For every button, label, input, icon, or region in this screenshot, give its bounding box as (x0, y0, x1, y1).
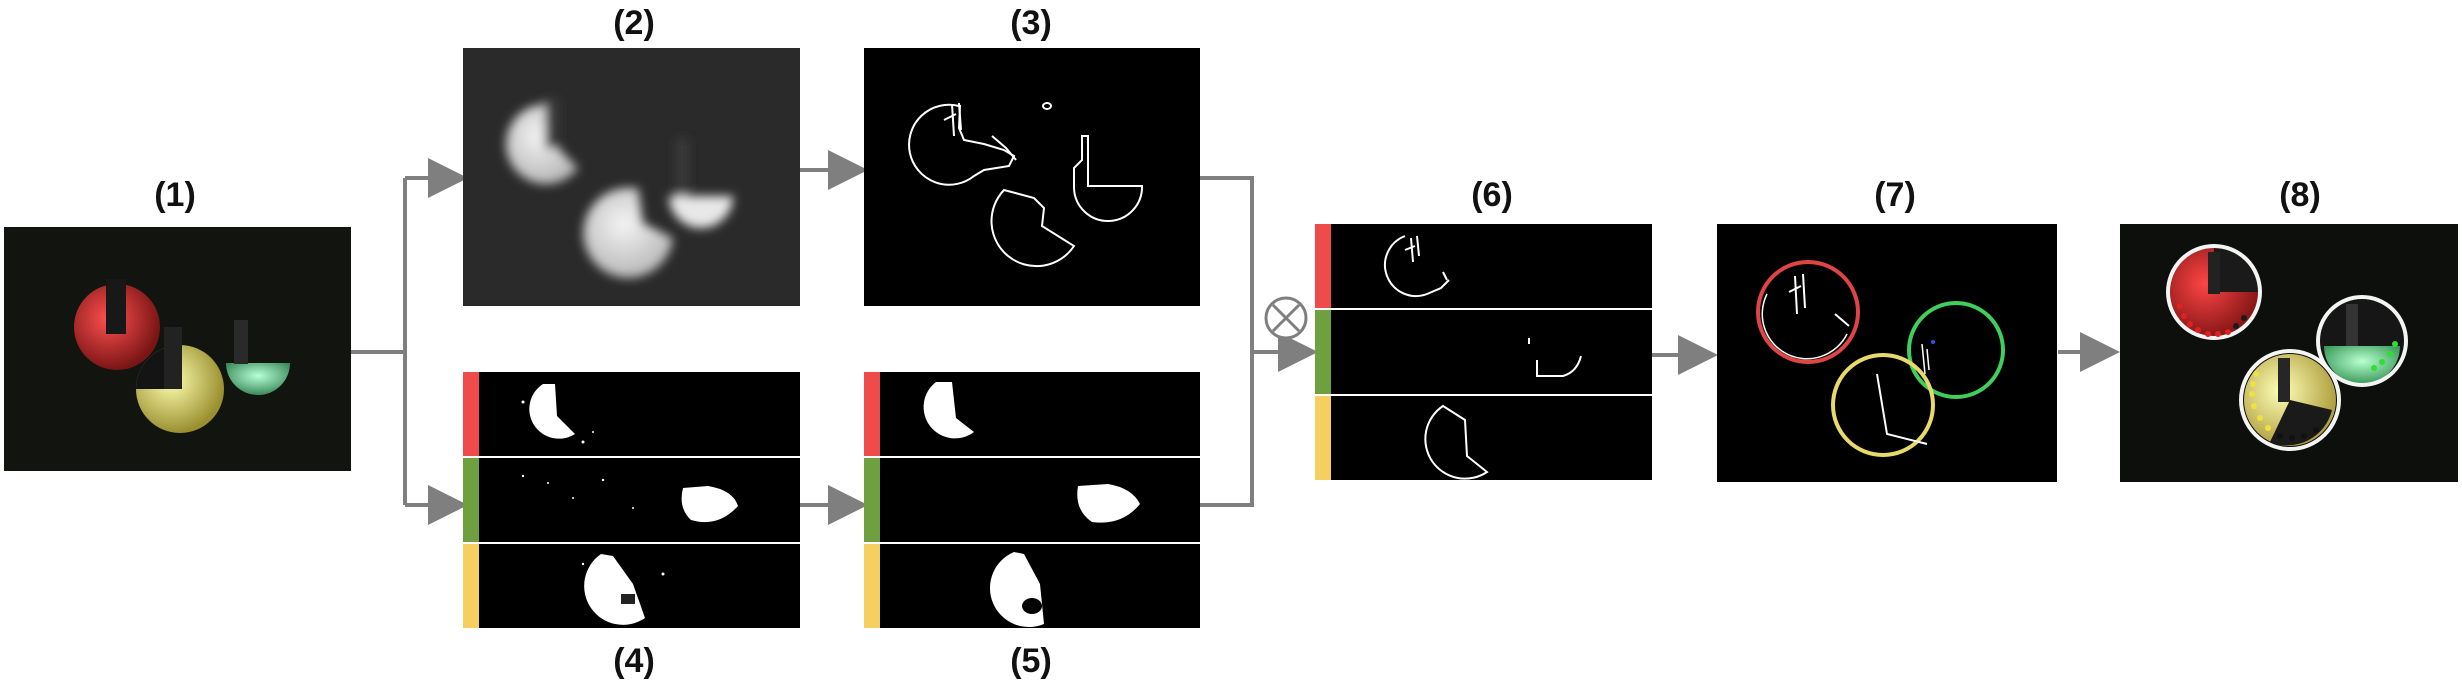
panel-3-edge-map (864, 48, 1200, 306)
label-stage-4: (4) (613, 642, 655, 680)
label-stage-2: (2) (613, 4, 655, 42)
label-stage-8: (8) (2279, 176, 2321, 214)
channel-bar-green (864, 458, 880, 542)
label-stage-6: (6) (1471, 176, 1513, 214)
fitted-circle-yellow (1831, 353, 1935, 457)
panel-8-final-result (2120, 224, 2458, 482)
panel-6-strip-green (1315, 310, 1652, 394)
panel-6-strip-red (1315, 224, 1652, 308)
multiply-operator-icon (1264, 296, 1308, 340)
label-stage-7: (7) (1874, 176, 1916, 214)
channel-bar-yellow (463, 544, 479, 628)
result-circle-yellow (2239, 349, 2341, 451)
channel-bar-red (864, 372, 880, 456)
result-circle-red (2166, 244, 2262, 340)
panel-4-strip-yellow (463, 544, 800, 628)
panel-7-circle-fitting (1717, 224, 2057, 482)
panel-4-strip-green (463, 458, 800, 542)
panel-5-strip-yellow (864, 544, 1200, 628)
channel-bar-yellow (1315, 396, 1331, 480)
label-stage-1: (1) (154, 176, 196, 214)
panel-4-strip-red (463, 372, 800, 456)
connector-1-split (350, 178, 407, 505)
fitted-circle-red (1756, 260, 1860, 364)
panel-1-input-image (4, 227, 351, 471)
panel-6-strip-yellow (1315, 396, 1652, 480)
label-stage-5: (5) (1010, 642, 1052, 680)
connector-3-5-merge (1200, 176, 1254, 507)
channel-bar-red (1315, 224, 1331, 308)
panel-5-strip-red (864, 372, 1200, 456)
channel-bar-red (463, 372, 479, 456)
fitted-circle-green (1907, 301, 2005, 399)
channel-bar-green (1315, 310, 1331, 394)
channel-bar-green (463, 458, 479, 542)
label-stage-3: (3) (1010, 4, 1052, 42)
panel-2-grayscale-blur (463, 48, 800, 306)
panel-5-strip-green (864, 458, 1200, 542)
channel-bar-yellow (864, 544, 880, 628)
result-circle-green (2316, 295, 2408, 387)
